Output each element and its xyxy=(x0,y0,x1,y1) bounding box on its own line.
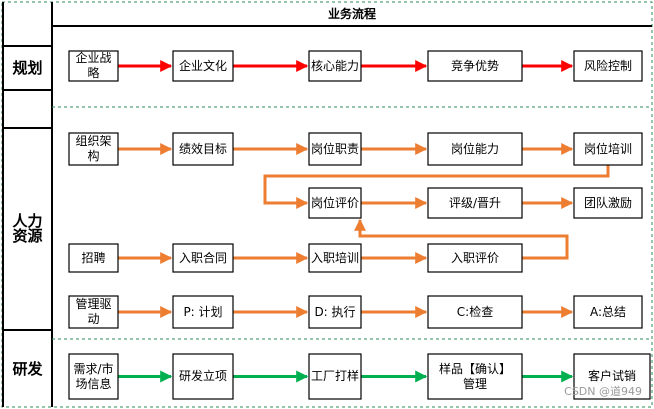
section-label-planning: 规划 xyxy=(12,58,43,77)
arrow-onboard_eval-to-post_eval xyxy=(354,218,569,260)
watermark: CSDN @道949 xyxy=(564,385,642,398)
node-box-post_duties xyxy=(308,132,362,166)
node-box-perf_goals xyxy=(172,132,234,166)
node-label-ent_culture: 企业文化 xyxy=(178,58,227,73)
node-box-mgmt_drive xyxy=(68,295,119,329)
node-label-competitive_adv: 竞争优势 xyxy=(450,58,499,73)
arrow-post_training-to-post_eval xyxy=(263,165,610,209)
node-label-rd_project: 研发立项 xyxy=(178,369,227,383)
node-label-onboard_eval: 入职评价 xyxy=(450,250,499,265)
node-box-post_eval xyxy=(308,187,362,219)
node-box-recruit xyxy=(68,243,119,273)
node-box-ent_strategy xyxy=(68,50,119,82)
node-label-ent_strategy: 企业战 略 xyxy=(75,51,112,80)
node-label-core_ability: 核心能力 xyxy=(310,58,359,73)
node-box-rd_project xyxy=(172,353,234,400)
node-box-sample_confirm xyxy=(427,353,523,400)
node-label-demand_info: 需求/市 场信息 xyxy=(73,361,114,391)
node-box-rank_promotion xyxy=(427,187,523,219)
node-label-perf_goals: 绩效目标 xyxy=(178,141,227,156)
node-box-risk_control xyxy=(573,50,643,82)
node-label-contract: 入职合同 xyxy=(178,250,227,265)
node-label-sample_confirm: 样品【确认】 管理 xyxy=(438,361,511,391)
node-label-a_summary: A:总结 xyxy=(589,304,627,319)
node-box-ent_culture xyxy=(172,50,234,82)
node-label-c_check: C:检查 xyxy=(456,304,494,319)
node-box-onboard_eval xyxy=(427,243,523,273)
node-box-team_incentive xyxy=(573,187,643,219)
node-box-post_ability xyxy=(427,132,523,166)
node-label-post_eval: 岗位评价 xyxy=(310,195,359,210)
node-label-onboard_training: 入职培训 xyxy=(310,250,359,265)
node-label-mgmt_drive: 管理驱 动 xyxy=(75,297,112,326)
node-label-risk_control: 风险控制 xyxy=(583,58,632,73)
node-label-rank_promotion: 评级/晋升 xyxy=(448,195,502,210)
node-label-post_ability: 岗位能力 xyxy=(450,141,499,156)
node-box-onboard_training xyxy=(308,243,362,273)
section-label-rd: 研发 xyxy=(12,360,43,378)
node-box-org_structure xyxy=(68,132,119,166)
node-label-d_execute: D: 执行 xyxy=(314,304,356,319)
node-label-recruit: 招聘 xyxy=(81,250,106,265)
node-label-factory_sample: 工厂打样 xyxy=(310,369,359,383)
node-box-contract xyxy=(172,243,234,273)
node-box-demand_info xyxy=(68,353,119,400)
node-box-a_summary xyxy=(573,295,643,329)
node-label-post_duties: 岗位职责 xyxy=(310,141,359,156)
node-label-org_structure: 组织架 构 xyxy=(75,134,112,163)
node-label-post_training: 岗位培训 xyxy=(583,141,632,156)
diagram-title: 业务流程 xyxy=(327,6,376,21)
node-box-d_execute xyxy=(308,295,362,329)
node-box-competitive_adv xyxy=(427,50,523,82)
node-box-core_ability xyxy=(308,50,362,82)
node-box-c_check xyxy=(427,295,523,329)
node-box-post_training xyxy=(573,132,643,166)
node-box-factory_sample xyxy=(308,353,362,400)
node-label-team_incentive: 团队激励 xyxy=(583,195,632,210)
node-label-customer_trial: 客户试销 xyxy=(587,369,636,383)
node-box-p_plan xyxy=(172,295,234,329)
node-box-customer_trial xyxy=(573,353,651,400)
node-label-p_plan: P: 计划 xyxy=(183,304,223,319)
section-label-hr: 人力 资源 xyxy=(12,212,43,245)
